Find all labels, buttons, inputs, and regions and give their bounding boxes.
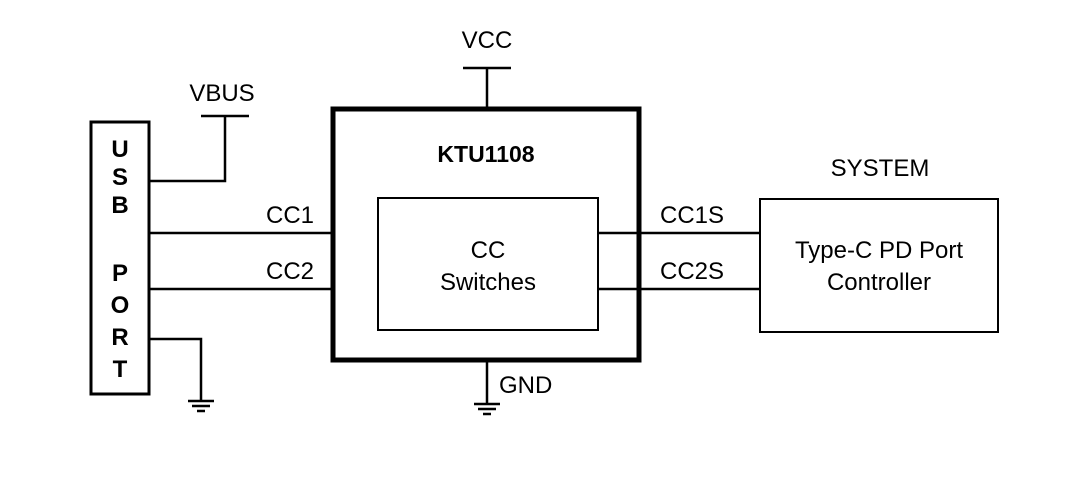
usb-port-letter-p: P: [112, 260, 128, 287]
cc-switches-line2: Switches: [440, 269, 536, 296]
usb-port-letter-o: O: [111, 292, 130, 319]
cc1s-net: CC1S: [598, 202, 760, 235]
system-title: SYSTEM: [831, 155, 930, 182]
cc2s-net: CC2S: [598, 258, 760, 291]
usb-port-connector: U S B P O R T: [89, 120, 151, 396]
pd-controller-line1: Type-C PD Port: [795, 237, 963, 264]
cc1s-label: CC1S: [660, 202, 724, 229]
port-ground-net: [149, 337, 214, 413]
cc2s-label: CC2S: [660, 258, 724, 285]
vcc-net: VCC: [462, 27, 513, 109]
usb-port-letter-b: B: [111, 192, 128, 219]
port-ground-icon: [188, 399, 214, 413]
pd-controller-line2: Controller: [827, 269, 931, 296]
cc-switches-block: CC Switches: [377, 197, 599, 331]
system-block: SYSTEM Type-C PD Port Controller: [759, 155, 999, 333]
chip-ground-icon: [474, 402, 500, 416]
usb-port-letter-u: U: [111, 136, 128, 163]
usb-port-letter-s: S: [112, 164, 128, 191]
vbus-net: VBUS: [149, 80, 255, 183]
usb-port-letter-r: R: [111, 324, 128, 351]
usb-port-letter-t: T: [113, 356, 128, 383]
cc-switches-line1: CC: [471, 237, 506, 264]
gnd-label: GND: [499, 372, 552, 399]
vcc-label: VCC: [462, 27, 513, 54]
chip-name: KTU1108: [437, 141, 534, 167]
chip-ground-net: GND: [474, 360, 552, 416]
vbus-label: VBUS: [189, 80, 254, 107]
cc1-label: CC1: [266, 202, 314, 229]
cc2-label: CC2: [266, 258, 314, 285]
